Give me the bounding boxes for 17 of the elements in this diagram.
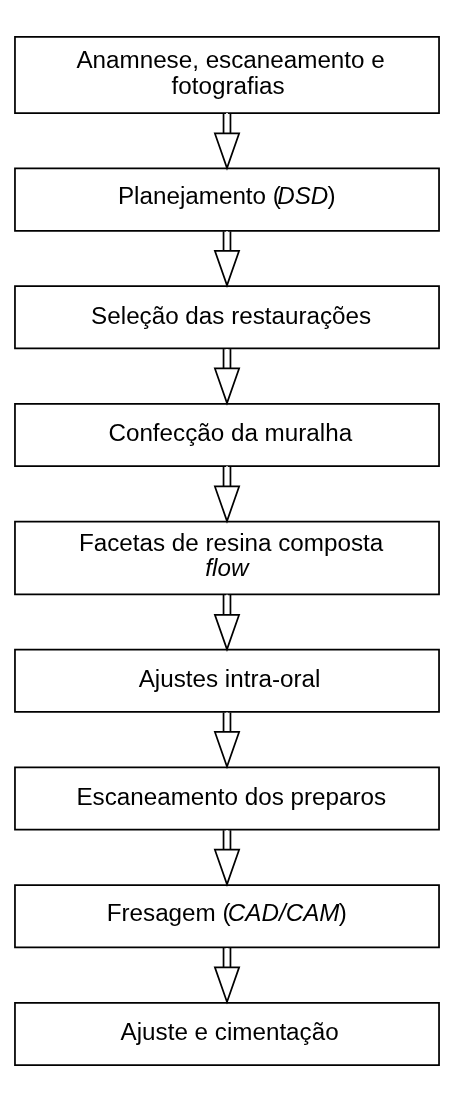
- arrow: [213, 465, 241, 524]
- node-box: Seleção das restaurações: [14, 285, 440, 350]
- node-box: Facetas de resina composta flow: [14, 520, 440, 596]
- node-box: Ajuste e cimentação: [14, 1001, 440, 1066]
- node-box: Anamnese, escaneamento e fotografias: [14, 36, 440, 114]
- arrow: [213, 829, 241, 887]
- arrow: [213, 711, 241, 770]
- arrow: [213, 348, 241, 406]
- node-box: Ajustes intra-oral: [14, 648, 440, 713]
- arrow: [213, 593, 241, 652]
- arrow: [213, 947, 241, 1005]
- node-box: Planejamento (DSD): [14, 167, 440, 232]
- arrow: [213, 230, 241, 288]
- arrow: [213, 112, 241, 171]
- node-box: Confecção da muralha: [14, 403, 440, 468]
- node-box: Escaneamento dos preparos: [14, 766, 440, 831]
- node-box: Fresagem (CAD/CAM): [14, 884, 440, 949]
